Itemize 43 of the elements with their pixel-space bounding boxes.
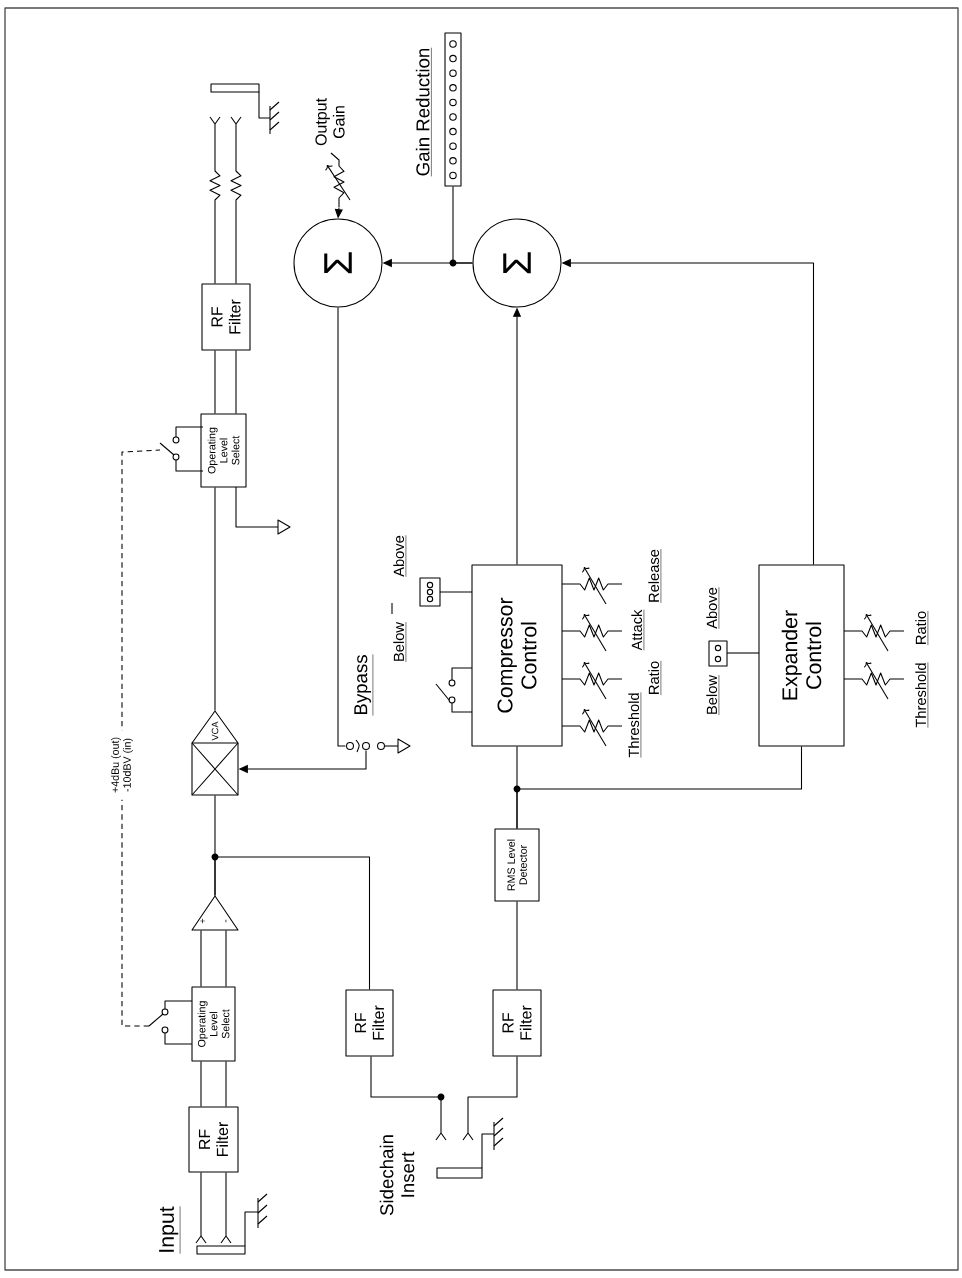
control-label: Below [393,621,407,663]
filter-box: RF Filter [201,283,251,351]
control-label: Threshold [628,692,642,758]
control-label: Threshold [915,662,929,728]
control-label: Ratio [915,610,929,646]
signal-line [370,1056,447,1141]
signal-line [195,1172,232,1244]
control-label: Ratio [648,660,662,696]
node-label: Sidechain Insert [379,1135,415,1216]
level-select-box: Operating Level Select [159,413,247,488]
level-select-box: Operating Level Select [148,986,236,1062]
signal-line [200,1061,227,1107]
control-label: Below [706,674,720,716]
signal-line [214,856,371,990]
signal-line [516,901,518,990]
level-meter: Gain Reduction [415,32,462,187]
filter-box: RF Filter [492,989,542,1057]
signal-line [214,487,216,711]
jack-drawing: Input [159,1193,268,1255]
signal-line [452,186,473,264]
control-box: Expander Control [758,564,845,747]
signal-line [337,307,346,747]
signal-line [462,1056,518,1141]
amplifier-triangle: + - [191,895,239,931]
jack-drawing: Sidechain Insert [379,1117,504,1216]
control-box: Compressor Control [471,564,563,747]
detector-box: RMS Level Detector [494,828,540,902]
signal-line [200,930,227,987]
node-label: Input [159,1206,179,1252]
control-label: Release [648,548,662,604]
node-label: Gain Reduction [415,48,430,176]
filter-box: RF Filter [345,989,394,1057]
dashed-link [121,449,161,1027]
control-label: Above [706,586,720,630]
control-label: Above [393,534,407,578]
signal-line [214,350,237,414]
signal-line [516,746,803,829]
node-label: Bypass [354,655,372,715]
filter-box: RF Filter [188,1106,239,1173]
signal-line [209,116,242,284]
control-label: Attack [631,609,645,651]
jack-drawing [210,83,280,135]
edge-label: +4dBu (out) -10dBV (in) [109,730,135,800]
